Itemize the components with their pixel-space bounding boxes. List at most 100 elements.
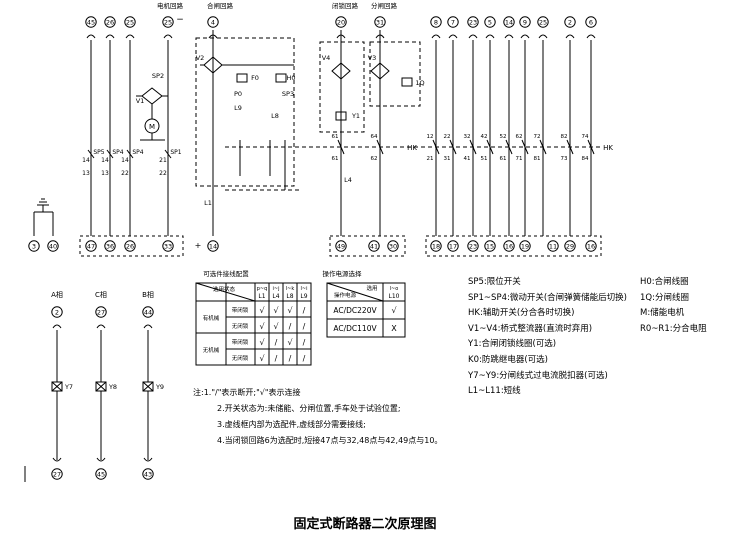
plug-symbol — [538, 34, 548, 39]
table1-mark: / — [303, 322, 306, 331]
terminal-number: 11 — [549, 243, 557, 251]
table2-caption: 操作电源选择 — [323, 269, 363, 278]
top-terminal: 9 — [519, 16, 531, 28]
terminal-circle — [142, 306, 154, 318]
terminal-number: 45 — [97, 471, 105, 479]
terminal-circle — [447, 240, 459, 252]
table2-frame — [326, 282, 406, 338]
note-line: 3.虚线框内部为选配件,虚线部分需要接线; — [217, 420, 366, 429]
table2-header: 操作电源 — [334, 291, 357, 299]
bridge-rectifier — [370, 62, 390, 80]
table1-mark: √ — [259, 354, 265, 363]
top-terminal: 25 — [124, 16, 136, 28]
table1-mark: √ — [287, 338, 293, 347]
terminal-number: 16 — [505, 243, 513, 251]
bottom-terminal: 3 — [28, 240, 40, 252]
sp3-label: SP3 — [282, 90, 294, 98]
table1-header: L4 — [272, 293, 279, 300]
bottom-terminal: 33 — [162, 240, 174, 252]
plug-symbol — [431, 34, 441, 39]
pin-label: 13 — [101, 170, 109, 177]
terminal-circle — [503, 240, 515, 252]
pin-label: 14 — [82, 157, 90, 164]
switch-label: SP4 — [132, 149, 143, 156]
bottom-terminal: 16 — [503, 240, 515, 252]
terminal-circle — [585, 16, 597, 28]
pin-label: 64 — [371, 134, 378, 140]
terminal-circle — [85, 16, 97, 28]
bottom-terminal: 41 — [368, 240, 380, 252]
terminal-number: 29 — [566, 243, 574, 251]
note-line: 注:1."/"表示断开;"√"表示连接 — [193, 388, 301, 397]
optional-box — [195, 37, 295, 187]
terminal-circle — [124, 16, 136, 28]
terminal-circle — [467, 16, 479, 28]
wire — [432, 139, 440, 155]
plug-symbol — [125, 34, 135, 39]
switch-label: SP5 — [93, 149, 104, 156]
wire — [469, 139, 477, 155]
pin-label: 14 — [101, 157, 109, 164]
switch-label: SP4 — [112, 149, 123, 156]
pin-label: 74 — [582, 134, 589, 140]
coil-box — [335, 111, 347, 121]
table1-item: 带闭锁 — [232, 338, 249, 346]
phase-name: B相 — [142, 290, 154, 299]
header-motor: 电机回路 — [157, 1, 184, 10]
table1-mark: / — [303, 354, 306, 363]
plus-sign: + — [195, 241, 202, 250]
phase-name: A相 — [51, 290, 63, 299]
optional-box — [369, 41, 421, 107]
plug-symbol — [504, 34, 514, 39]
plug-symbol — [565, 34, 575, 39]
top-terminal: 5 — [484, 16, 496, 28]
top-terminal: 20 — [335, 16, 347, 28]
wire — [51, 381, 63, 392]
wire — [164, 149, 172, 159]
top-terminal: 45 — [85, 16, 97, 28]
terminal-circle — [207, 240, 219, 252]
table1-header: 选用状态 — [213, 285, 236, 293]
legend-item: Y1:合闸闭锁线圈(可选) — [468, 339, 557, 350]
terminal-number: 26 — [106, 19, 114, 27]
wire — [505, 139, 513, 155]
terminal-number: 15 — [486, 243, 494, 251]
hk-right-label: HK — [603, 144, 613, 152]
header-latch: 闭锁回路 — [332, 1, 359, 10]
top-terminal: 2 — [564, 16, 576, 28]
plug-symbol — [143, 457, 153, 462]
terminal-circle — [207, 16, 219, 28]
bottom-terminal: 19 — [519, 240, 531, 252]
terminal-number: 8 — [434, 19, 438, 27]
terminal-number: 36 — [106, 243, 114, 251]
header-close: 合闸回路 — [207, 1, 234, 10]
plug-symbol — [143, 324, 153, 329]
h0-label: H0 — [286, 74, 295, 82]
top-terminal: 23 — [467, 16, 479, 28]
table1-header: L1 — [258, 293, 265, 300]
plug-symbol — [485, 34, 495, 39]
terminal-circle — [447, 16, 459, 28]
terminal-number: 5 — [488, 19, 492, 27]
wire — [337, 139, 345, 155]
note-line: 4.当闭锁回路6为选配时,短接47点与32,48点与42,49点与10。 — [217, 436, 443, 445]
l8-label: L8 — [271, 112, 279, 120]
pin-label: 62 — [516, 134, 523, 140]
table1-header: L9 — [300, 293, 307, 300]
pin-label: 73 — [561, 156, 568, 162]
l9-label: L9 — [234, 104, 242, 112]
bottom-terminal: 47 — [85, 240, 97, 252]
pin-label: 21 — [427, 156, 434, 162]
header-open: 分闸回路 — [371, 1, 398, 10]
terminal-circle — [368, 240, 380, 252]
table2-header: l~o — [390, 286, 399, 292]
pin-label: 12 — [427, 134, 434, 140]
v4-label: V4 — [322, 54, 331, 62]
y1-label: Y1 — [351, 112, 360, 120]
top-terminal: 7 — [447, 16, 459, 28]
plug-symbol — [468, 34, 478, 39]
